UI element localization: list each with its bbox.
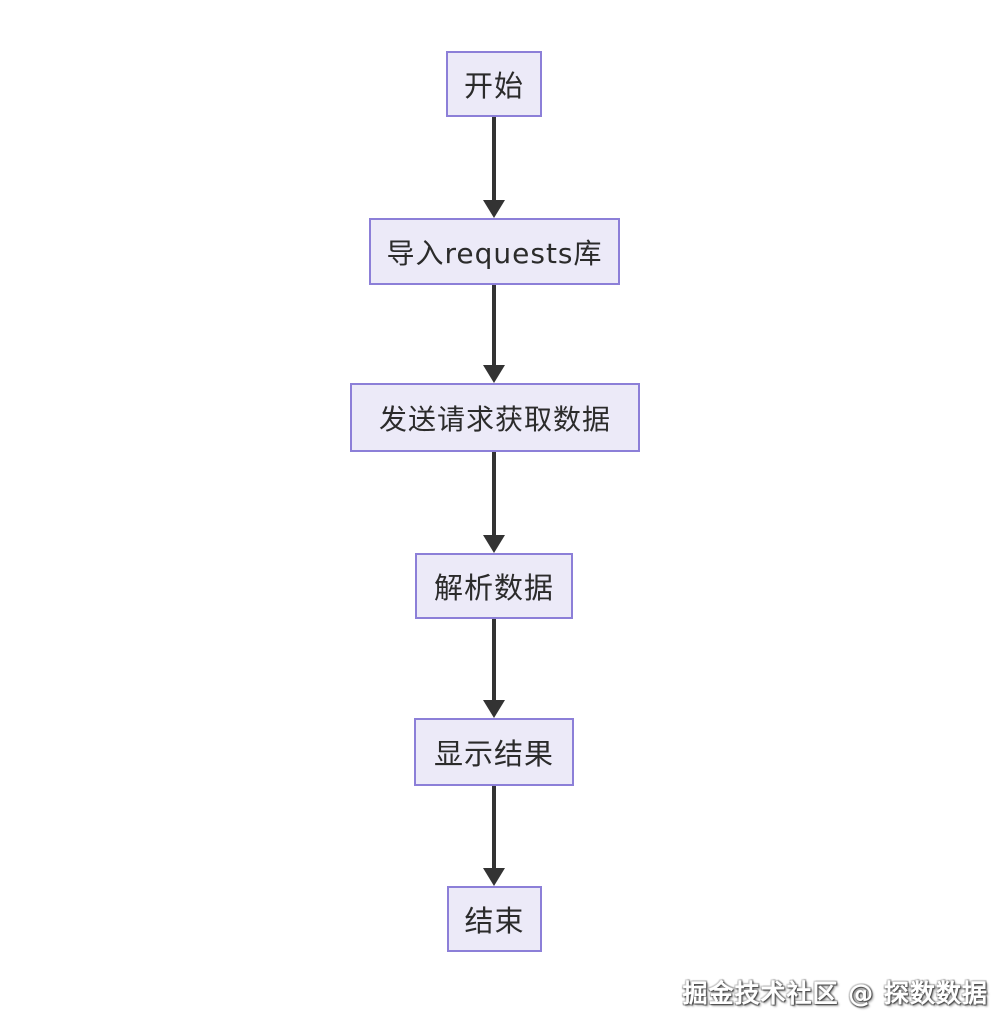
node-import-requests-label: 导入requests库: [386, 236, 603, 270]
node-fetch-data: 发送请求获取数据: [350, 383, 640, 452]
node-import-requests: 导入requests库: [369, 218, 620, 285]
node-show-result: 显示结果: [414, 718, 574, 786]
node-parse-data: 解析数据: [415, 553, 573, 619]
flow-arrow-down: [483, 117, 505, 218]
flow-arrow-down: [483, 285, 505, 383]
arrow-shaft: [492, 285, 496, 365]
arrowhead-icon: [483, 200, 505, 218]
arrowhead-icon: [483, 365, 505, 383]
flow-arrow-down: [483, 786, 505, 886]
flow-arrow-down: [483, 452, 505, 553]
node-start: 开始: [446, 51, 542, 117]
node-fetch-data-label: 发送请求获取数据: [378, 402, 611, 436]
node-end-label: 结束: [464, 904, 525, 938]
node-show-result-label: 显示结果: [433, 737, 554, 771]
arrow-shaft: [492, 452, 496, 535]
arrowhead-icon: [483, 535, 505, 553]
arrow-shaft: [492, 619, 496, 700]
arrow-shaft: [492, 786, 496, 868]
arrowhead-icon: [483, 700, 505, 718]
watermark: 掘金技术社区 @ 探数数据: [682, 979, 988, 1008]
arrow-shaft: [492, 117, 496, 200]
node-end: 结束: [447, 886, 542, 952]
flow-arrow-down: [483, 619, 505, 718]
node-start-label: 开始: [463, 69, 524, 103]
node-parse-data-label: 解析数据: [433, 571, 554, 605]
arrowhead-icon: [483, 868, 505, 886]
